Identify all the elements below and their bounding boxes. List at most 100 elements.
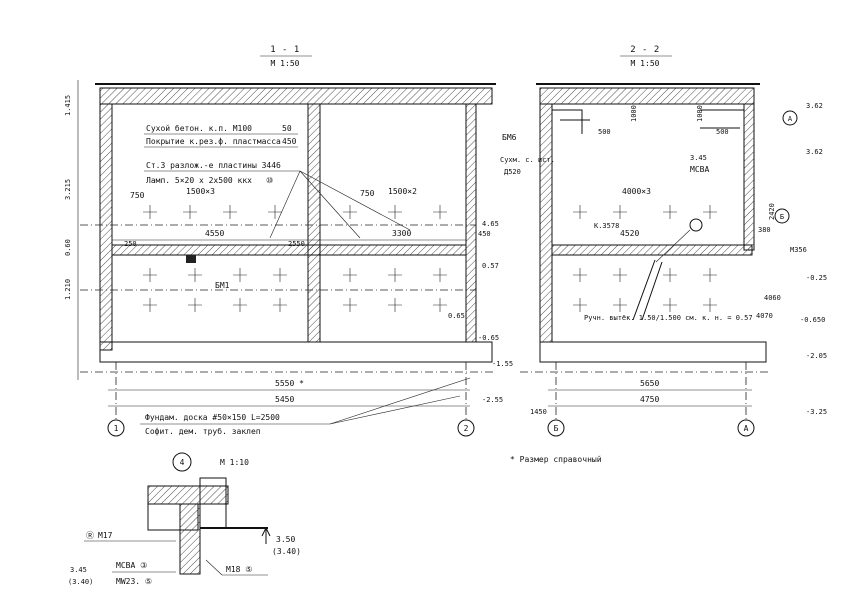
note-bottom: Ручн. вытёк. 1.50/1.500 см. к. н. = 0.57 <box>584 314 753 322</box>
level-minus-0-650: -0.650 <box>800 316 825 324</box>
dim-4060: 4060 <box>764 294 781 302</box>
note-slab-value1: 50 <box>282 124 292 133</box>
level-0-65: 0.65 <box>448 312 465 320</box>
axis-bubble-A <box>737 419 755 437</box>
axis-label-1: 1 <box>114 424 119 433</box>
section-2-2-scale: M 1:50 <box>631 59 660 68</box>
grid-points-2 <box>573 205 717 312</box>
right-wall-1 <box>465 103 477 343</box>
dim-4070: 4070 <box>756 312 773 320</box>
section-2-2: 2 - 2 M 1:50 500 1000 500 1000 БМ6 Сухм.… <box>500 45 827 464</box>
node-m18: М18 ⑤ <box>226 565 252 574</box>
node-4-bubble <box>172 452 192 472</box>
axis-label-A: А <box>744 424 749 433</box>
note-slab-value2: 450 <box>282 137 297 146</box>
dim-4550: 4550 <box>205 229 224 238</box>
level-1-415: 1.415 <box>64 95 72 116</box>
node-level-3-50: 3.50 <box>276 535 295 544</box>
axis-label-B: Б <box>554 424 559 433</box>
dim-3300: 3300 <box>392 229 411 238</box>
level-3-62: 3.62 <box>806 102 823 110</box>
dim-750b: 750 <box>360 189 375 198</box>
dim-5450: 5450 <box>275 395 294 404</box>
section-2-2-title: 2 - 2 <box>630 45 660 55</box>
level-3-62b: 3.62 <box>806 148 823 156</box>
node-mcva: МСВА ③ <box>116 561 147 570</box>
dim-4000x3: 4000×3 <box>622 187 651 196</box>
dim-1000: 1000 <box>630 105 638 122</box>
roof-slab-2 <box>539 87 755 105</box>
callout-pipe-line2: Софит. дем. труб. заклеп <box>145 426 261 436</box>
middle-column-1 <box>307 103 321 343</box>
level-minus-0-65: -0.65 <box>478 334 499 342</box>
section-1-1-title: 1 - 1 <box>270 45 300 55</box>
section-1-1-scale: M 1:50 <box>271 59 300 68</box>
note-beam-line2: Ламп. 5×20 х 2х500 ккх <box>146 176 252 185</box>
level-4-65: 4.65 <box>482 220 499 228</box>
level-3-45: 3.45 <box>690 154 707 162</box>
axis-bubble-1 <box>107 419 125 437</box>
node-level-3-40a: (3.40) <box>272 547 301 556</box>
level-minus-2-55: -2.55 <box>482 396 503 404</box>
dim-5550: 5550 * <box>275 379 304 388</box>
floor-slab-2 <box>551 244 753 256</box>
dim-2550: 2550 <box>288 240 305 248</box>
roof-slab-1 <box>99 87 493 105</box>
axis-label-B2: Б <box>780 213 784 221</box>
axis-bubble-B <box>547 419 565 437</box>
callout-pipe-line1: Фундам. доска #50×150 L=2500 <box>145 413 280 422</box>
note-beam-ref: ⑩ <box>266 176 273 185</box>
node-level-3-45: 3.45 <box>70 566 87 574</box>
level-minus-1-55: -1.55 <box>492 360 513 368</box>
dim-750a: 750 <box>130 191 145 200</box>
right-wall-2 <box>743 103 755 251</box>
left-wall-2 <box>539 103 553 343</box>
dim-1450: 1450 <box>530 408 547 416</box>
axis-bubble-A2 <box>782 110 798 126</box>
node-4-id: 4 <box>180 458 185 467</box>
foundation-slab-2 <box>539 341 767 363</box>
footnote: * Размер справочный <box>510 455 602 464</box>
level-minus-2-05: -2.05 <box>806 352 827 360</box>
label-bm1: БМ1 <box>215 281 230 290</box>
dim-1500x3: 1500×3 <box>186 187 215 196</box>
node-level-3-40b: (3.40) <box>68 578 93 586</box>
level-1-210: 1.210 <box>64 279 72 300</box>
node-4-detail: 4 M 1:10 Ⓡ М17 МСВА ③ МW23. ⑤ М18 ⑤ 3.50… <box>68 452 301 586</box>
dim-500: 500 <box>598 128 611 136</box>
label-mcva: МСВА <box>690 165 709 174</box>
level-minus-3-25: -3.25 <box>806 408 827 416</box>
dim-2420: 2420 <box>768 203 776 220</box>
note-slab-line1: Сухой бетон. к.п. М100 <box>146 123 252 133</box>
left-note2: Д520 <box>504 168 521 176</box>
node-ref-r: Ⓡ <box>86 531 94 540</box>
label-k3578: К.3578 <box>594 222 619 230</box>
floor-slab-1 <box>111 244 467 256</box>
node-slab <box>147 485 229 505</box>
level-minus-0-25: -0.25 <box>806 274 827 282</box>
note-slab-line2: Покрытие к.рез.ф. пластмасса <box>146 137 281 146</box>
grid-points-1 <box>143 205 447 312</box>
level-0-57: 0.57 <box>482 262 499 270</box>
dim-450: 450 <box>478 230 491 238</box>
dim-500b: 500 <box>716 128 729 136</box>
node-mw: МW23. ⑤ <box>116 577 152 586</box>
dim-4750: 4750 <box>640 395 659 404</box>
dim-1000b: 1000 <box>696 105 704 122</box>
detail-bubble-4 <box>689 218 703 232</box>
level-0-60: 0.60 <box>64 239 72 256</box>
dim-380: 380 <box>758 226 771 234</box>
axis-bubble-B2 <box>774 208 790 224</box>
axis-label-2: 2 <box>464 424 469 433</box>
foundation-slab-1 <box>99 341 493 363</box>
left-wall-1 <box>99 103 113 351</box>
label-m356: М356 <box>790 246 807 254</box>
axis-label-A2: А <box>788 115 793 123</box>
dim-4520: 4520 <box>620 229 639 238</box>
note-beam-line1: Ст.3 разлож.-е пластины 3446 <box>146 161 281 170</box>
label-bm6: БМ6 <box>502 133 517 142</box>
dim-5650: 5650 <box>640 379 659 388</box>
dim-1500x2: 1500×2 <box>388 187 417 196</box>
level-3-215: 3.215 <box>64 179 72 200</box>
